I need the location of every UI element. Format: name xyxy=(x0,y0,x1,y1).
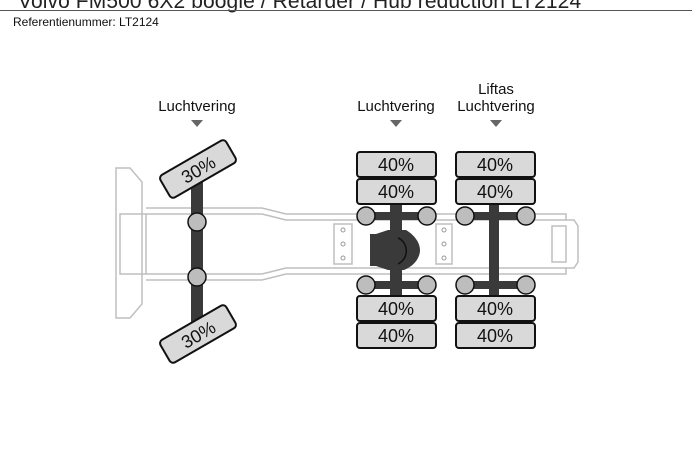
chassis-frame xyxy=(115,167,579,319)
front-axle-hub-bottom xyxy=(187,267,207,287)
drive-axle-label-line-1: Luchtvering xyxy=(357,98,435,115)
lift-tire-inner-left: 40% xyxy=(455,178,536,205)
front-axle-hub-top xyxy=(187,212,207,232)
lift-axle-hub-tr xyxy=(516,206,536,226)
drive-tire-outer-right: 40% xyxy=(356,322,437,349)
front-axle: Luchtvering 30% 30% xyxy=(158,98,237,364)
lift-axle-hub-br xyxy=(516,275,536,295)
drive-axle-arrow-icon xyxy=(390,120,402,127)
drive-tire-inner-right: 40% xyxy=(356,295,437,322)
drive-axle-hub-tr xyxy=(417,206,437,226)
front-axle-beam xyxy=(191,176,203,328)
lift-axle-hub-bl xyxy=(455,275,475,295)
lift-tire-inner-left-label: 40% xyxy=(477,182,513,202)
drive-axle: Luchtvering 40% 40% 40% 40% xyxy=(356,98,437,349)
front-axle-arrow-icon xyxy=(191,120,203,127)
lift-tire-outer-right: 40% xyxy=(455,322,536,349)
drive-tire-inner-right-label: 40% xyxy=(378,299,414,319)
drive-axle-hub-br xyxy=(417,275,437,295)
drive-tire-outer-left: 40% xyxy=(356,151,437,178)
lift-axle: Liftas Luchtvering 40% 40% 40% 40% xyxy=(455,81,536,349)
lift-tire-outer-left-label: 40% xyxy=(477,155,513,175)
drive-tire-inner-left-label: 40% xyxy=(378,182,414,202)
drive-tire-outer-left-label: 40% xyxy=(378,155,414,175)
drive-axle-hub-tl xyxy=(356,206,376,226)
lift-axle-bar-top xyxy=(463,212,527,220)
lift-axle-label-line-1: Liftas xyxy=(478,81,514,98)
lift-axle-bar-bottom xyxy=(463,281,527,289)
lift-axle-hub-tl xyxy=(455,206,475,226)
drive-axle-bar-top xyxy=(364,212,428,220)
drive-tire-outer-right-label: 40% xyxy=(378,326,414,346)
page-title: Volvo FM500 6X2 boogie / Retarder / Hub … xyxy=(18,0,582,13)
lift-tire-inner-right: 40% xyxy=(455,295,536,322)
lift-axle-beam xyxy=(489,176,499,326)
drive-axle-bar-bottom xyxy=(364,281,428,289)
differential-housing xyxy=(370,230,420,270)
lift-axle-label-line-2: Luchtvering xyxy=(457,98,535,115)
lift-tire-outer-right-label: 40% xyxy=(477,326,513,346)
frame-bolts xyxy=(340,227,447,261)
drive-tire-inner-left: 40% xyxy=(356,178,437,205)
reference-number: Referentienummer: LT2124 xyxy=(13,15,159,29)
lift-axle-arrow-icon xyxy=(490,120,502,127)
lift-tire-outer-left: 40% xyxy=(455,151,536,178)
lift-tire-inner-right-label: 40% xyxy=(477,299,513,319)
drive-axle-hub-bl xyxy=(356,275,376,295)
front-axle-label-line-1: Luchtvering xyxy=(158,98,236,115)
title-divider xyxy=(0,10,692,11)
